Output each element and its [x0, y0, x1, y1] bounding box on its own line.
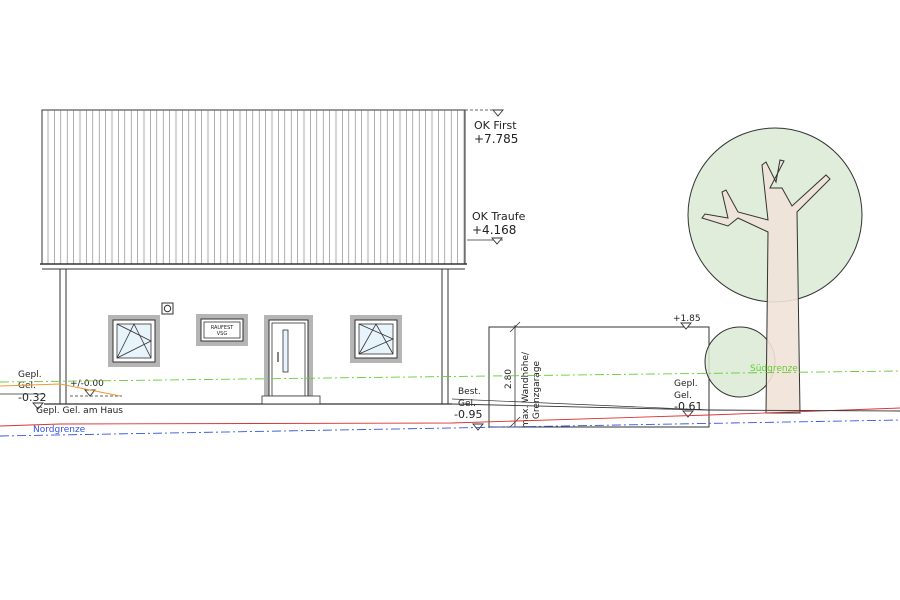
- shrub: [704, 326, 776, 398]
- planned-ground-line: [44, 403, 900, 412]
- garage-top-value: +1.85: [673, 314, 701, 324]
- best-gel-line1: Best.: [458, 387, 481, 397]
- garage-label-line1: max. Wandhöhe/: [521, 351, 531, 428]
- tree-trunk: [701, 159, 831, 414]
- north-boundary-label: Nordgrenze: [33, 425, 86, 435]
- north-boundary-line: [0, 419, 900, 437]
- zero-value: +/-0.00: [70, 379, 104, 389]
- gepl-haus-label: Gepl. Gel. am Haus: [36, 406, 123, 416]
- garage-label-line2: Grenzgarage: [532, 360, 542, 419]
- ok-first-label: OK First: [474, 119, 517, 132]
- tree: [687, 127, 863, 414]
- window-label-line1: RAUFEST: [211, 325, 235, 331]
- window-small: RAUFEST VSG: [196, 314, 248, 346]
- gepl-left-line1: Gepl.: [18, 370, 42, 380]
- window-left: [108, 315, 160, 367]
- ok-first-value: +7.785: [474, 132, 518, 146]
- planned-terrain-line: [0, 383, 121, 397]
- south-boundary-label: Südgrenze: [750, 364, 798, 374]
- elevation-ok-first: OK First +7.785: [465, 109, 518, 146]
- gepl-left-value: -0.32: [18, 391, 46, 404]
- garage: 2.80 max. Wandhöhe/ Grenzgarage +1.85 Ge…: [488, 314, 710, 428]
- boundary-lines: Südgrenze Nordgrenze: [0, 364, 900, 437]
- roof: [40, 109, 467, 270]
- existing-ground-line: [0, 407, 900, 427]
- slope-line: [451, 398, 710, 411]
- gepl-right-line2: Gel.: [674, 391, 692, 401]
- roof-surface: [41, 109, 466, 265]
- gepl-right-line1: Gepl.: [674, 379, 698, 389]
- window-label-line2: VSG: [217, 331, 228, 337]
- window-right: [350, 315, 402, 363]
- elevation-ok-traufe: OK Traufe +4.168: [467, 210, 526, 245]
- best-gel-value: -0.95: [454, 408, 482, 421]
- garage-wall: [488, 326, 710, 428]
- south-boundary-line: [0, 370, 900, 383]
- ok-traufe-value: +4.168: [472, 223, 516, 237]
- elevation-best-gel: Best. Gel. -0.95: [454, 387, 484, 431]
- door-step: [261, 395, 321, 405]
- garage-height: 2.80: [504, 369, 514, 389]
- wall-lamp: [161, 302, 174, 315]
- elevation-gepl-left: Gepl. Gel. -0.32 Gepl. Gel. am Haus: [18, 370, 123, 416]
- gepl-left-line2: Gel.: [18, 381, 36, 391]
- ok-traufe-label: OK Traufe: [472, 210, 526, 223]
- roof-standing-seams: [47, 110, 465, 264]
- front-door: [261, 315, 321, 405]
